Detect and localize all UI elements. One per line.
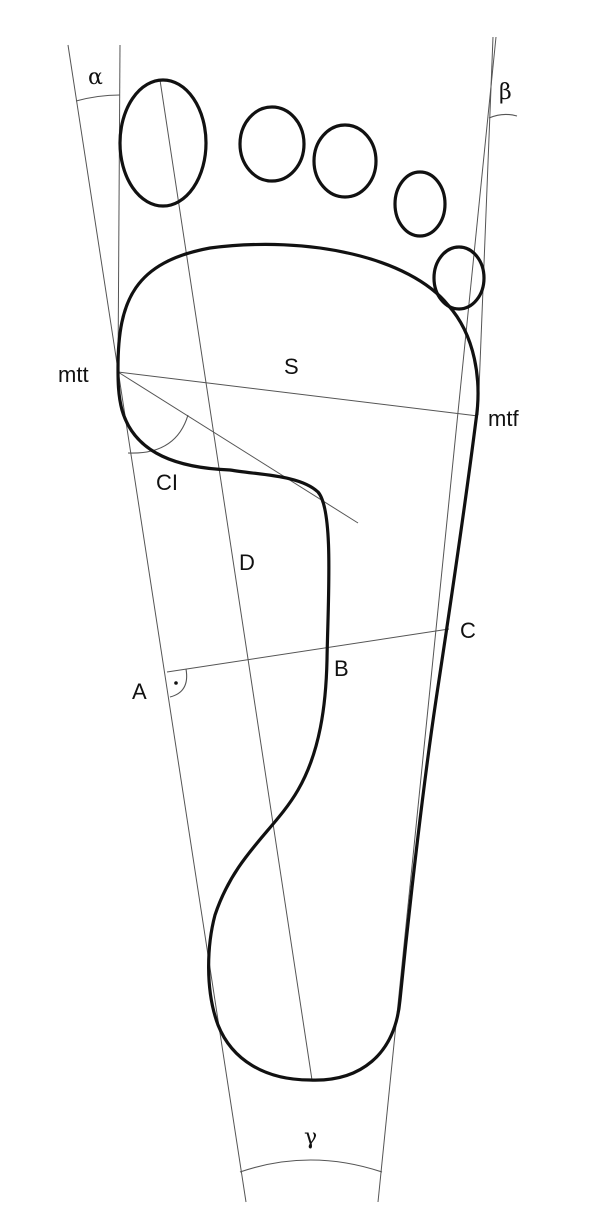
right-angle-arc <box>169 668 188 698</box>
d-label: D <box>239 550 255 575</box>
footprint-outline <box>116 78 486 1082</box>
b-label: B <box>334 656 349 681</box>
construction-lines <box>67 36 497 1203</box>
ci-label: CI <box>156 470 178 495</box>
width-line-s <box>117 371 479 417</box>
vertical-reference-left <box>117 44 121 373</box>
c-label: C <box>460 618 476 643</box>
toe-4 <box>393 170 447 238</box>
labels: α β γ mtt mtf S CI D A B C <box>58 65 519 1150</box>
beta-label: β <box>499 80 512 105</box>
a-label: A <box>132 679 147 704</box>
clarke-angle-line <box>117 371 359 524</box>
toe-2 <box>238 105 306 183</box>
toe-5 <box>432 245 486 311</box>
gamma-angle-arc <box>239 1159 383 1173</box>
ci-angle-arc <box>127 414 189 454</box>
sole-outline <box>116 242 480 1082</box>
vertical-reference-right <box>477 36 494 416</box>
alpha-label: α <box>88 65 103 90</box>
medial-tangent-line <box>67 44 247 1203</box>
mtf-label: mtf <box>488 406 519 431</box>
angle-arcs <box>75 94 518 1173</box>
right-angle-dot <box>174 681 178 685</box>
line-abc <box>166 628 450 673</box>
beta-angle-arc <box>488 113 518 119</box>
alpha-angle-arc <box>75 94 121 102</box>
toe-1 <box>118 78 208 208</box>
foot-axis-line-d <box>159 79 313 1081</box>
gamma-label: γ <box>304 1125 317 1150</box>
toe-3 <box>312 123 378 199</box>
s-label: S <box>284 354 299 379</box>
mtt-label: mtt <box>58 362 89 387</box>
